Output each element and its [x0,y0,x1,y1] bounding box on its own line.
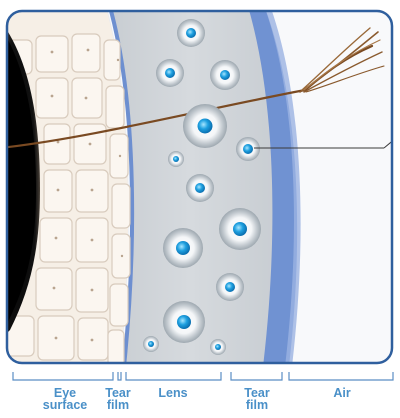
label-air: Air [302,387,382,399]
molecule-particle-icon [177,19,205,47]
molecule-particle-icon [156,59,184,87]
molecule-particle-icon [210,60,240,90]
molecule-particle-icon [216,273,244,301]
molecule-particle-icon [163,301,205,343]
label-lens: Lens [138,387,208,399]
molecule-particle-icon [219,208,261,250]
molecule-particle-icon [210,339,226,355]
bracket-air [289,372,393,380]
molecule-particle-icon [236,137,260,161]
bracket-lens [126,372,221,380]
bracket-tear-film-outer [231,372,282,380]
layer-brackets [13,372,393,380]
bracket-tear-film-inner [118,372,121,380]
molecule-particle-icon [183,104,227,148]
molecule-particle-icon [168,151,184,167]
molecule-particle-icon [143,336,159,352]
molecule-particle-icon [186,174,214,202]
molecule-particle-icon [163,228,203,268]
bracket-eye-surface [13,372,113,380]
